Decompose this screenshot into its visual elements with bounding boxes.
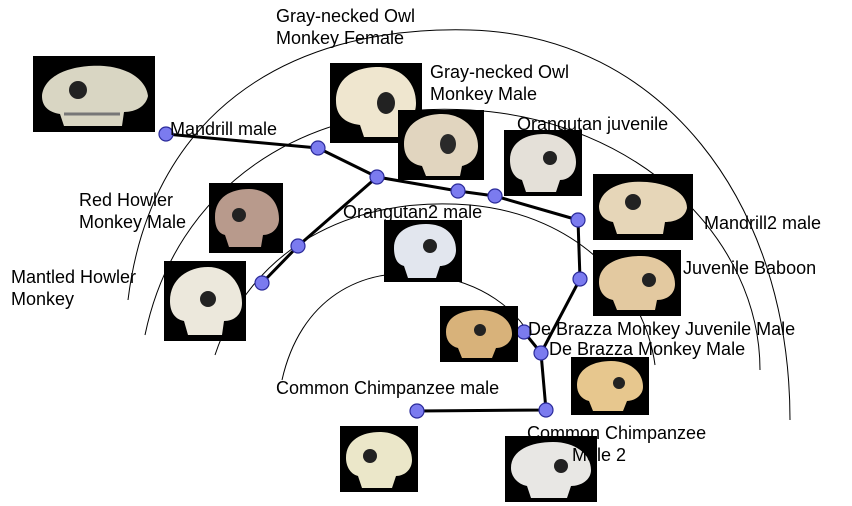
label-gray-owl-male: Gray-necked Owl Monkey Male [430,61,569,105]
common-chimp-skull-thumbnail [340,426,418,492]
node-common-chimp2[interactable] [539,403,553,417]
skull-icon [593,250,681,316]
label-mandrill2: Mandrill2 male [704,212,821,234]
label-common-chimp2: Common Chimpanzee Male 2 [527,422,706,466]
mandrill2-skull-thumbnail [593,174,693,240]
node-mandrill2-male[interactable] [571,213,585,227]
debrazza-male-skull-thumbnail [571,357,649,415]
label-orangutan-juvenile: Orangutan juvenile [517,113,668,135]
label-mantled-howler: Mantled Howler Monkey [11,266,136,310]
label-orangutan2: Orangutan2 male [343,201,482,223]
node-common-chimp[interactable] [410,404,424,418]
juvenile-baboon-skull-thumbnail [593,250,681,316]
node-red-howler[interactable] [291,239,305,253]
orangutan2-skull-thumbnail [384,220,462,282]
label-common-chimp: Common Chimpanzee male [276,377,499,399]
skull-icon [398,110,484,180]
node-internal-1[interactable] [370,170,384,184]
label-debrazza-juvenile: De Brazza Monkey Juvenile Male [528,318,795,340]
skull-icon [593,174,693,240]
orangutan-juvenile-skull-thumbnail [504,130,582,196]
node-juvenile-baboon[interactable] [573,272,587,286]
label-mandrill-male: Mandrill male [170,118,277,140]
skull-icon [164,261,246,341]
label-debrazza-male: De Brazza Monkey Male [549,338,745,360]
skull-icon [209,183,283,253]
label-juvenile-baboon: Juvenile Baboon [683,257,816,279]
node-orangutan-juvenile[interactable] [488,189,502,203]
skull-icon [384,220,462,282]
gray-owl-female-skull-thumbnail [398,110,484,180]
node-mantled-howler[interactable] [255,276,269,290]
skull-icon [440,306,518,362]
mandrill-skull-thumbnail [33,56,155,132]
skull-icon [571,357,649,415]
red-howler-skull-thumbnail [209,183,283,253]
debrazza-juvenile-skull-thumbnail [440,306,518,362]
node-debrazza-male[interactable] [534,346,548,360]
mantled-howler-skull-thumbnail [164,261,246,341]
skull-icon [33,56,155,132]
label-gray-owl-female: Gray-necked Owl Monkey Female [276,5,415,49]
skull-icon [504,130,582,196]
node-gray-owl-female[interactable] [451,184,465,198]
skull-icon [340,426,418,492]
label-red-howler: Red Howler Monkey Male [79,189,186,233]
node-gray-owl-male[interactable] [311,141,325,155]
